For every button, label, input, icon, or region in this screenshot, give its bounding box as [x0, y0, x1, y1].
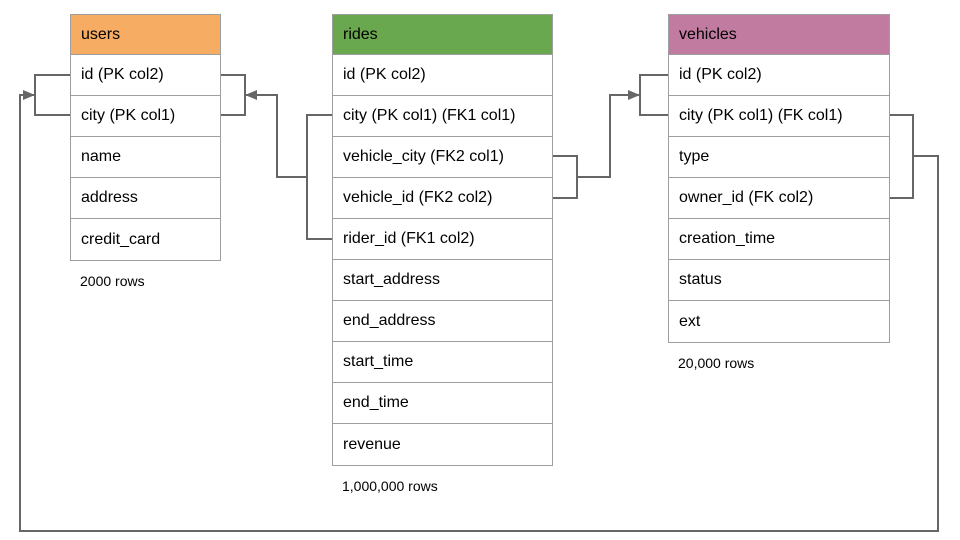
bracket-rides-right — [553, 155, 578, 199]
table-header: vehicles — [669, 15, 889, 55]
bracket-users-left — [34, 74, 70, 116]
bracket-vehicles-left — [639, 74, 668, 116]
column-row: end_address — [333, 301, 552, 342]
column-row: end_time — [333, 383, 552, 424]
table-columns: id (PK col2)city (PK col1) (FK1 col1)veh… — [333, 55, 552, 465]
column-row: name — [71, 137, 220, 178]
column-row: status — [669, 260, 889, 301]
table-columns: id (PK col2)city (PK col1) (FK col1)type… — [669, 55, 889, 342]
column-row: vehicle_city (FK2 col1) — [333, 137, 552, 178]
table-title: rides — [343, 25, 378, 43]
row-count-caption: 20,000 rows — [678, 355, 755, 371]
column-row: revenue — [333, 424, 552, 465]
column-row: start_address — [333, 260, 552, 301]
column-row: start_time — [333, 342, 552, 383]
table-vehicles: vehicles id (PK col2)city (PK col1) (FK … — [668, 14, 890, 371]
row-count-caption: 1,000,000 rows — [342, 478, 438, 494]
column-row: id (PK col2) — [669, 55, 889, 96]
table-rides-box: rides id (PK col2)city (PK col1) (FK1 co… — [332, 14, 553, 466]
column-row: vehicle_id (FK2 col2) — [333, 178, 552, 219]
column-row: city (PK col1) — [71, 96, 220, 137]
table-vehicles-box: vehicles id (PK col2)city (PK col1) (FK … — [668, 14, 890, 343]
column-row: city (PK col1) (FK col1) — [669, 96, 889, 137]
column-row: creation_time — [669, 219, 889, 260]
fk-line-rides-to-users — [245, 90, 307, 178]
bracket-rides-left — [306, 114, 332, 240]
column-row: id (PK col2) — [71, 55, 220, 96]
bracket-users-right — [221, 74, 246, 116]
fk-line-rides-to-vehicles — [577, 90, 640, 178]
table-header: rides — [333, 15, 552, 55]
column-row: credit_card — [71, 219, 220, 260]
table-rides: rides id (PK col2)city (PK col1) (FK1 co… — [332, 14, 553, 494]
table-header: users — [71, 15, 220, 55]
column-row: rider_id (FK1 col2) — [333, 219, 552, 260]
table-title: vehicles — [679, 25, 737, 43]
table-title: users — [81, 25, 121, 43]
fk-line-vehicles-to-users — [19, 90, 939, 532]
column-row: id (PK col2) — [333, 55, 552, 96]
column-row: city (PK col1) (FK1 col1) — [333, 96, 552, 137]
column-row: ext — [669, 301, 889, 342]
column-row: address — [71, 178, 220, 219]
column-row: type — [669, 137, 889, 178]
column-row: owner_id (FK col2) — [669, 178, 889, 219]
row-count-caption: 2000 rows — [80, 273, 145, 289]
bracket-vehicles-right — [890, 114, 914, 199]
